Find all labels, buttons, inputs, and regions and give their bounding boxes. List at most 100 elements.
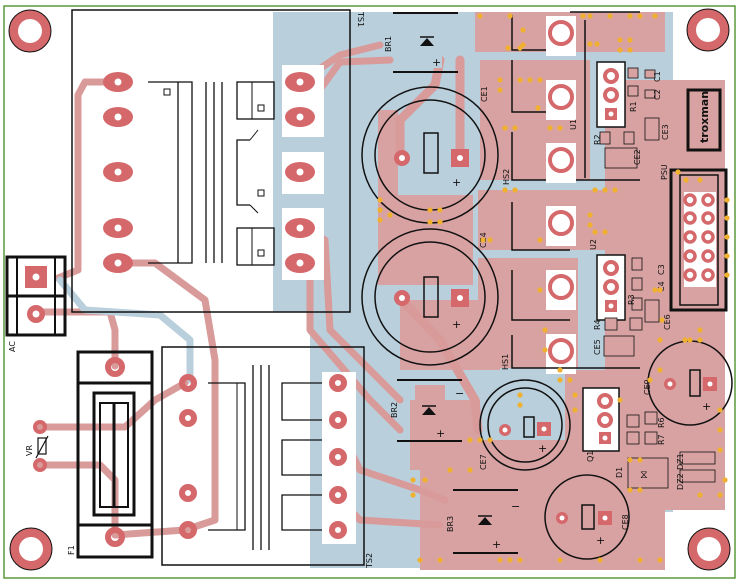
via — [724, 197, 730, 203]
via — [675, 169, 681, 175]
via — [507, 13, 513, 19]
via — [587, 212, 593, 218]
via — [537, 237, 543, 243]
via — [537, 77, 543, 83]
via — [587, 41, 593, 47]
via — [557, 125, 563, 131]
via — [627, 37, 633, 43]
via — [377, 217, 383, 223]
label-ts1: TS1 — [356, 11, 365, 27]
label-vr: VR — [25, 445, 34, 456]
via — [410, 477, 416, 483]
via — [417, 557, 423, 563]
via — [422, 477, 428, 483]
via — [652, 287, 658, 293]
mounting-holes — [8, 8, 731, 571]
via — [602, 187, 608, 193]
br2-plus: + — [436, 427, 445, 440]
via — [597, 557, 603, 563]
via — [627, 47, 633, 53]
via — [480, 237, 486, 243]
via — [547, 125, 553, 131]
via — [617, 397, 623, 403]
label-r2: R2 — [593, 134, 602, 145]
via — [512, 125, 518, 131]
d1-symbol: ⧖ — [640, 468, 648, 481]
via — [477, 437, 483, 443]
via — [659, 317, 665, 323]
via — [427, 207, 433, 213]
br3-minus: − — [511, 500, 520, 513]
via — [722, 477, 728, 483]
smd-parts — [599, 67, 716, 489]
via — [512, 187, 518, 193]
via — [717, 407, 723, 413]
via — [410, 492, 416, 498]
ce9-plus: + — [702, 400, 711, 413]
via — [637, 457, 643, 463]
via — [657, 287, 663, 293]
capacitor-ce8 — [544, 474, 630, 560]
label-ce7: CE7 — [479, 454, 488, 470]
label-c2: C2 — [653, 89, 662, 100]
via — [502, 125, 508, 131]
via — [535, 105, 541, 111]
via — [717, 427, 723, 433]
via — [657, 557, 663, 563]
label-r3: R3 — [627, 294, 636, 305]
via — [517, 77, 523, 83]
via — [612, 187, 618, 193]
via — [427, 219, 433, 225]
via — [467, 467, 473, 473]
via — [697, 177, 703, 183]
via — [637, 487, 643, 493]
br2-minus: − — [455, 387, 464, 400]
label-r7: R7 — [657, 434, 666, 445]
regulator-u2 — [596, 254, 626, 321]
bridge-br3 — [453, 489, 518, 554]
via — [602, 229, 608, 235]
label-br2: BR2 — [390, 402, 399, 418]
label-ac: AC — [8, 341, 17, 352]
via — [587, 222, 593, 228]
via — [592, 229, 598, 235]
via — [637, 13, 643, 19]
ac-connector — [5, 255, 67, 337]
via — [572, 407, 578, 413]
label-r4: R4 — [593, 319, 602, 330]
via — [683, 177, 689, 183]
label-br1: BR1 — [384, 36, 393, 52]
label-q1: Q1 — [586, 451, 595, 462]
via — [557, 557, 563, 563]
heatsink-hs1 — [511, 335, 640, 369]
via — [697, 337, 703, 343]
label-dz2: DZ2 — [676, 473, 685, 490]
via — [505, 45, 511, 51]
via — [557, 367, 563, 373]
via — [594, 41, 600, 47]
via — [717, 492, 723, 498]
label-hs2: HS2 — [502, 169, 511, 185]
bridge-br1 — [393, 12, 458, 73]
label-br3: BR3 — [446, 516, 455, 532]
via — [377, 207, 383, 213]
label-ce6: CE6 — [663, 314, 672, 330]
via — [497, 557, 503, 563]
via — [637, 557, 643, 563]
via — [502, 187, 508, 193]
label-psu: PSU — [660, 164, 669, 180]
label-ce9: CE9 — [643, 379, 652, 395]
via — [497, 87, 503, 93]
via — [687, 337, 693, 343]
via — [572, 392, 578, 398]
via — [517, 557, 523, 563]
via — [467, 437, 473, 443]
label-ce1: CE1 — [480, 86, 489, 102]
via — [580, 13, 586, 19]
br1-plus: + — [432, 56, 441, 69]
via — [507, 557, 513, 563]
ce-pads — [394, 149, 469, 307]
transformer-ts2 — [161, 346, 365, 566]
psu-header — [669, 168, 728, 312]
